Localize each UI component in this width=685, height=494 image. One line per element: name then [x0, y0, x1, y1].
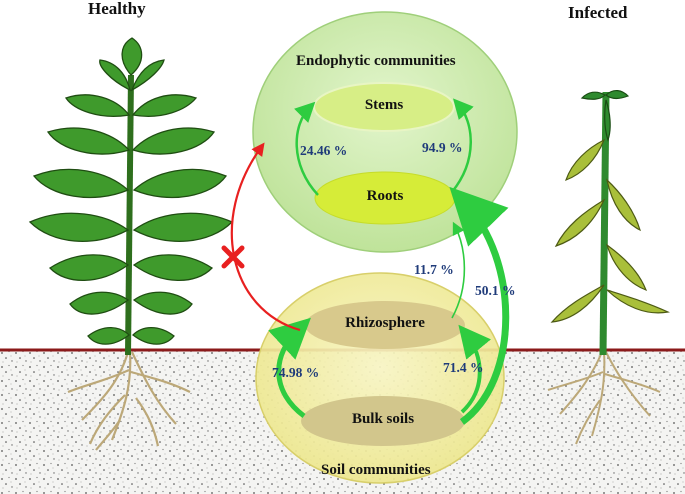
pct-bulk-rhizo-left: 74.98 %: [272, 365, 320, 380]
pct-rhizo-roots: 11.7 %: [414, 262, 454, 277]
infected-label: Infected: [568, 3, 628, 22]
stems-label: Stems: [364, 97, 404, 113]
pct-bulk-rhizo-right: 71.4 %: [443, 360, 484, 375]
healthy-plant: [28, 37, 234, 451]
rhizosphere-node: [305, 301, 465, 349]
bulk-soils-node: [301, 396, 465, 446]
soil-communities-label: Soil communities: [321, 462, 431, 478]
arrow-bulk-to-rhizo-right: [458, 324, 492, 414]
bulk-soils-label: Bulk soils: [351, 411, 415, 427]
roots-label: Roots: [366, 188, 404, 204]
arrow-roots-to-stems-right: [451, 98, 474, 193]
healthy-roots: [67, 351, 191, 451]
pct-roots-stems-right: 94.9 %: [422, 140, 463, 155]
pct-roots-stems-left: 24.46 %: [300, 143, 348, 158]
pct-bulk-roots: 50.1 %: [475, 283, 516, 298]
arrow-roots-to-stems-left: [294, 101, 319, 196]
infected-roots: [547, 351, 661, 445]
arrow-bulk-to-roots: [449, 186, 510, 425]
rhizosphere-label: Rhizosphere: [345, 315, 425, 331]
healthy-label: Healthy: [88, 0, 146, 18]
arrow-bulk-to-rhizo-left: [268, 317, 311, 418]
red-x-icon: [221, 245, 245, 269]
infected-plant: [547, 90, 670, 445]
endophytic-communities-label: Endophytic communities: [296, 53, 456, 69]
